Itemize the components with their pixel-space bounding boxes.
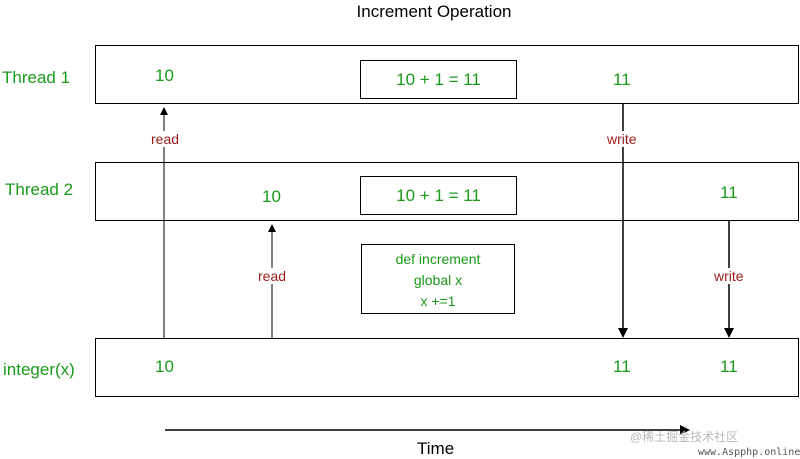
thread1-write-label: write bbox=[606, 131, 638, 147]
thread1-result-value: 11 bbox=[613, 70, 631, 89]
thread1-label: Thread 1 bbox=[2, 68, 71, 87]
thread1-read-value: 10 bbox=[155, 66, 174, 85]
integer-after-write-2: 11 bbox=[720, 357, 738, 376]
thread2-calc-box: 10 + 1 = 11 bbox=[360, 176, 517, 215]
code-line-1: def increment bbox=[395, 251, 481, 267]
watermark-text: @稀土掘金技术社区 bbox=[630, 430, 739, 444]
diagram-title: Increment Operation bbox=[356, 2, 512, 21]
thread1-calc-box: 10 + 1 = 11 bbox=[360, 60, 517, 99]
code-line-2: global x bbox=[413, 272, 463, 288]
integer-initial-value: 10 bbox=[155, 357, 174, 376]
thread1-calc-text: 10 + 1 = 11 bbox=[396, 69, 481, 89]
code-box: def increment global x x +=1 bbox=[361, 244, 515, 314]
code-line-3: x +=1 bbox=[420, 293, 456, 309]
thread2-write-label: write bbox=[713, 268, 745, 284]
integer-after-write-1: 11 bbox=[613, 357, 631, 376]
thread2-read-label: read bbox=[257, 268, 288, 284]
thread1-read-label: read bbox=[150, 131, 181, 147]
thread2-result-value: 11 bbox=[720, 183, 738, 202]
integer-lane bbox=[95, 338, 799, 397]
watermark-url: www.Aspphp.online bbox=[698, 447, 800, 458]
time-label: Time bbox=[417, 439, 455, 458]
integer-label: integer(x) bbox=[3, 360, 75, 379]
thread2-calc-text: 10 + 1 = 11 bbox=[396, 185, 481, 205]
thread2-read-value: 10 bbox=[262, 187, 281, 206]
thread2-label: Thread 2 bbox=[5, 180, 74, 199]
